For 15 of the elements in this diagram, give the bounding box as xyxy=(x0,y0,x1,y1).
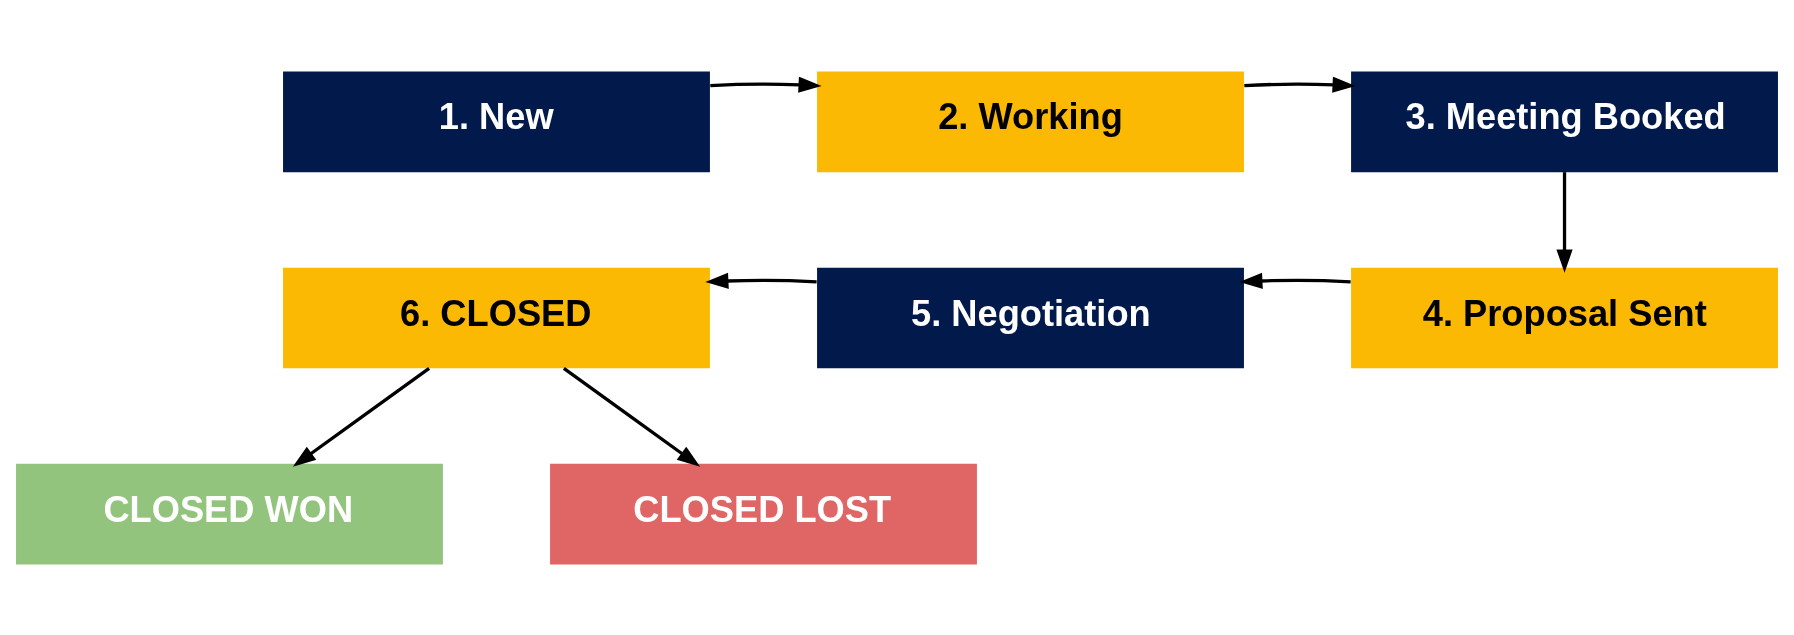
node-box: CLOSED LOST xyxy=(550,463,977,564)
arrow xyxy=(705,272,817,289)
node-box: 3. Meeting Booked xyxy=(1351,71,1778,172)
node-box: CLOSED WON xyxy=(16,463,443,564)
arrow xyxy=(1556,171,1573,273)
node-box: 5. Negotiation xyxy=(817,267,1244,368)
arrow xyxy=(292,366,431,467)
arrow xyxy=(1239,272,1351,289)
node-box: 2. Working xyxy=(817,71,1244,172)
node-box: 1. New xyxy=(283,71,710,172)
node-box: 4. Proposal Sent xyxy=(1351,267,1778,368)
arrow xyxy=(710,76,822,93)
arrow xyxy=(562,366,701,467)
arrow xyxy=(1244,76,1356,93)
node-box: 6. CLOSED xyxy=(283,267,710,368)
